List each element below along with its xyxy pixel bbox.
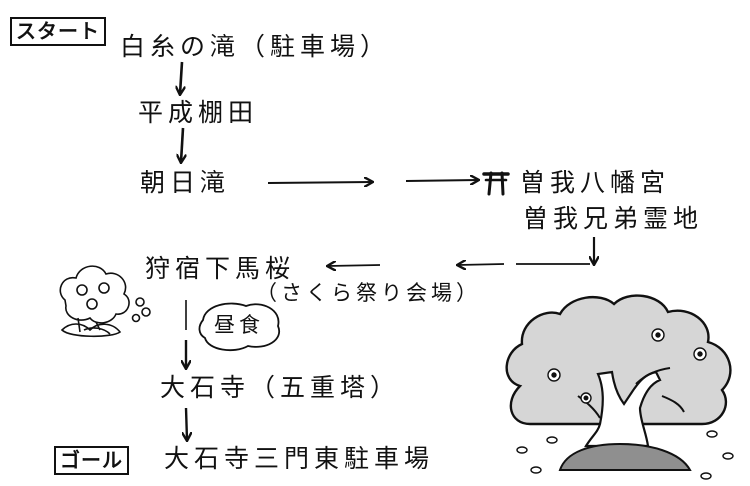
step-asahi-falls: 朝日滝: [140, 168, 231, 197]
lunch-bubble: [198, 302, 281, 352]
arrow-down-2: [181, 127, 183, 162]
start-label: スタート: [10, 17, 106, 46]
step-taisekiji-parking: 大石寺三門東駐車場: [164, 444, 435, 473]
step-heisei-tanada: 平成棚田: [138, 98, 259, 127]
step-taisekiji-pagoda: 大石寺（五重塔）: [160, 373, 401, 402]
big-cherry-tree-illustration: [505, 294, 734, 480]
arrow-down-1: [180, 61, 182, 94]
step-soga-hachimangu: 曽我八幡宮: [520, 168, 671, 197]
shrine-gate-icon: [482, 171, 510, 196]
arrow-right-2: [405, 180, 478, 181]
arrow-right-1: [267, 182, 372, 183]
small-cherry-tree-icon: [59, 265, 151, 338]
step-cherry-festival-note: （さくら祭り会場）: [256, 281, 481, 305]
arrow-left-2: [458, 264, 505, 265]
goal-label: ゴール: [54, 446, 129, 475]
step-soga-brothers-site: 曽我兄弟霊地: [523, 204, 704, 233]
step-kariyado-geba-zakura: 狩宿下馬桜: [145, 254, 296, 283]
arrow-left-3: [328, 265, 381, 266]
lunch-label: 昼食: [214, 313, 264, 337]
arrow-down-5: [186, 407, 187, 440]
step-shiraito-falls: 白糸の滝（駐車場）: [120, 32, 391, 61]
